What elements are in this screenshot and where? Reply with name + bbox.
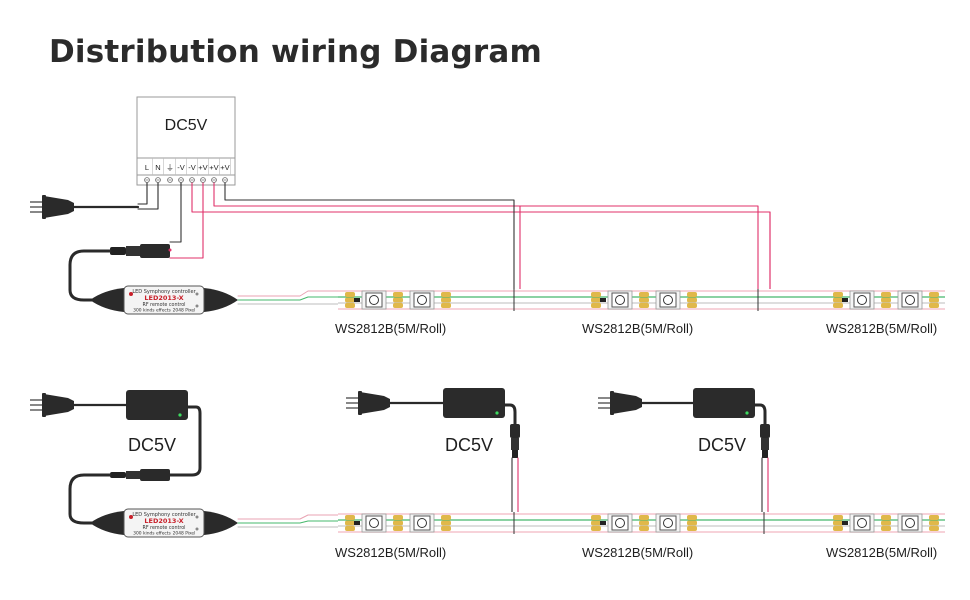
controller-line4: 300 kinds effects <box>133 308 171 314</box>
solder-pad <box>833 292 843 308</box>
controller-line3: RF remote control <box>142 525 185 531</box>
led-chip <box>607 290 633 310</box>
strip-label: WS2812B(5M/Roll) <box>826 545 937 560</box>
controller-line3: RF remote control <box>142 302 185 308</box>
solder-pad <box>881 292 891 308</box>
controller-line1: LED Symphony controller <box>132 512 196 518</box>
wire-pos-distribution-2 <box>213 182 759 301</box>
led-chip <box>409 513 435 533</box>
wire-neg-distribution <box>224 182 515 301</box>
solder-pad <box>929 292 939 308</box>
terminal-label: -V <box>177 163 185 172</box>
resistor <box>354 521 360 525</box>
controller-cable <box>68 473 112 525</box>
dc-jack <box>510 424 520 458</box>
led-chip <box>361 513 387 533</box>
dc-jack <box>110 469 170 481</box>
solder-pad <box>639 292 649 308</box>
ac-plug <box>30 393 74 417</box>
power-supply-label: DC5V <box>165 117 208 134</box>
strip-label: WS2812B(5M/Roll) <box>335 545 446 560</box>
dc-cable <box>503 403 517 426</box>
led-chip <box>409 290 435 310</box>
dc-jack <box>110 244 172 258</box>
solder-pad <box>591 292 601 308</box>
solder-pad <box>881 515 891 531</box>
strip-label: WS2812B(5M/Roll) <box>826 321 937 336</box>
power-adapter <box>693 388 755 418</box>
led-chip <box>849 513 875 533</box>
solder-pad <box>393 515 403 531</box>
terminal-label: -V <box>188 163 196 172</box>
strip-label: WS2812B(5M/Roll) <box>335 321 446 336</box>
resistor <box>354 298 360 302</box>
ac-plug <box>598 391 642 415</box>
solder-pad <box>441 515 451 531</box>
solder-pad <box>639 515 649 531</box>
controller-line4: 300 kinds effects <box>133 531 171 537</box>
led-chip <box>607 513 633 533</box>
dc-cable <box>753 403 767 426</box>
adapter-label: DC5V <box>128 435 176 455</box>
terminal-label: +V <box>198 163 207 172</box>
wire-l <box>137 182 148 205</box>
adapter-label: DC5V <box>445 435 493 455</box>
solder-pad <box>833 515 843 531</box>
wire-n <box>137 182 159 210</box>
controller-model: LED2013-X <box>144 517 183 525</box>
led-group <box>833 290 939 310</box>
led-group <box>591 513 697 533</box>
strip-label: WS2812B(5M/Roll) <box>582 321 693 336</box>
solder-pad <box>393 292 403 308</box>
led-chip <box>361 290 387 310</box>
resistor <box>842 521 848 525</box>
controller-line4b: 2048 Pixel <box>173 308 196 314</box>
led-group <box>345 290 451 310</box>
led-chip <box>655 513 681 533</box>
wire-pos-controller <box>169 182 204 259</box>
controller-line1: LED Symphony controller <box>132 289 196 295</box>
led-chip <box>655 290 681 310</box>
led-group <box>833 513 939 533</box>
solder-pad <box>591 515 601 531</box>
led-group <box>345 513 451 533</box>
strip-label: WS2812B(5M/Roll) <box>582 545 693 560</box>
led-chip <box>897 290 923 310</box>
solder-pad <box>345 292 355 308</box>
solder-pad <box>345 515 355 531</box>
ac-plug <box>346 391 390 415</box>
terminal-label: ⏚ <box>166 163 174 172</box>
resistor <box>600 298 606 302</box>
wire-pos-distribution <box>191 182 771 291</box>
led-chip <box>897 513 923 533</box>
controller-model: LED2013-X <box>144 294 183 302</box>
power-adapter <box>443 388 505 418</box>
terminal-label: L <box>145 163 149 172</box>
solder-pad <box>441 292 451 308</box>
power-adapter <box>126 390 188 420</box>
dc-jack <box>760 424 770 458</box>
terminal-label: N <box>155 163 160 172</box>
dc-cable <box>168 405 202 477</box>
led-group <box>591 290 697 310</box>
adapter-label: DC5V <box>698 435 746 455</box>
terminal-label: +V <box>220 163 229 172</box>
wire-neg-controller <box>169 182 182 243</box>
solder-pad <box>687 292 697 308</box>
terminal-label: +V <box>209 163 218 172</box>
led-chip <box>849 290 875 310</box>
ac-plug <box>30 195 74 219</box>
controller-line4b: 2048 Pixel <box>173 531 196 537</box>
solder-pad <box>687 515 697 531</box>
controller-cable <box>68 249 112 302</box>
page-title: Distribution wiring Diagram <box>49 34 543 70</box>
resistor <box>842 298 848 302</box>
solder-pad <box>929 515 939 531</box>
resistor <box>600 521 606 525</box>
